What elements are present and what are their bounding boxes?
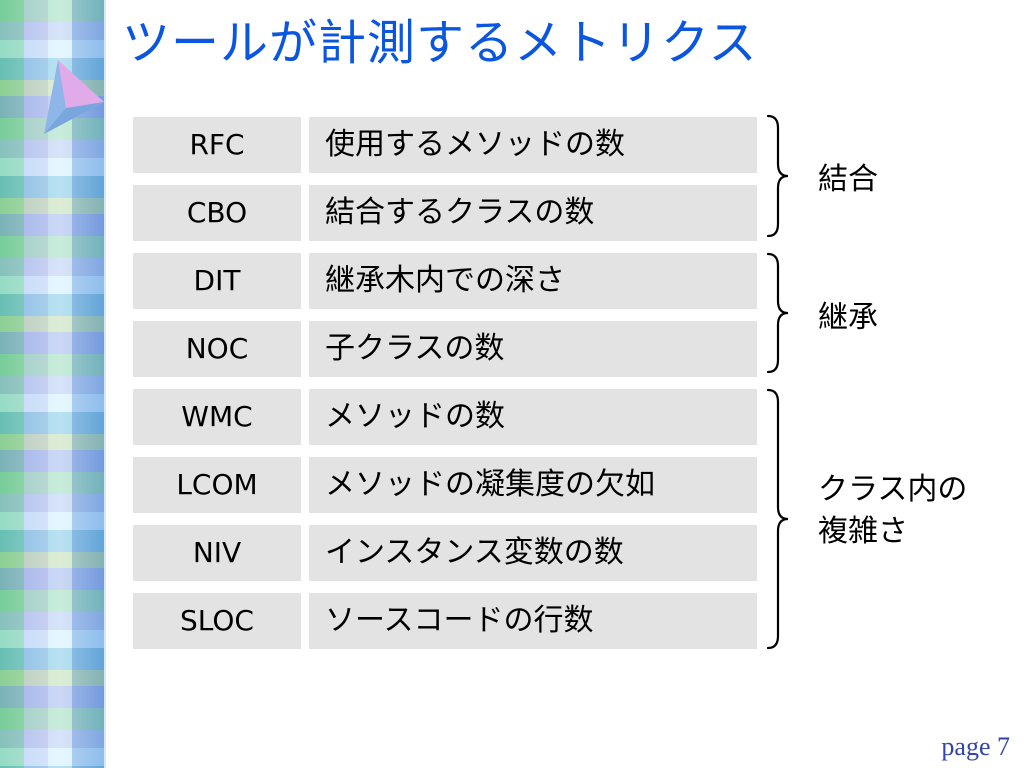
table-row: CBO 結合するクラスの数 xyxy=(133,185,757,241)
slide-title: ツールが計測するメトリクス xyxy=(122,15,758,71)
group-braces xyxy=(766,114,789,650)
group-label-complexity-line1: クラス内の xyxy=(818,472,968,507)
group-label-inheritance: 継承 xyxy=(818,300,878,335)
brace-coupling xyxy=(766,114,789,238)
metric-desc: メソッドの凝集度の欠如 xyxy=(309,457,757,513)
table-row: LCOM メソッドの凝集度の欠如 xyxy=(133,457,757,513)
arrow-icon xyxy=(44,60,104,134)
metric-abbr: SLOC xyxy=(133,593,301,649)
group-label-coupling: 結合 xyxy=(818,162,878,197)
metric-desc: ソースコードの行数 xyxy=(309,593,757,649)
metric-desc: インスタンス変数の数 xyxy=(309,525,757,581)
brace-inheritance xyxy=(766,252,789,374)
metric-abbr: RFC xyxy=(133,117,301,173)
metric-desc: 子クラスの数 xyxy=(309,321,757,377)
metric-abbr: NOC xyxy=(133,321,301,377)
table-row: WMC メソッドの数 xyxy=(133,389,757,445)
metric-desc: 結合するクラスの数 xyxy=(309,185,757,241)
metric-desc: メソッドの数 xyxy=(309,389,757,445)
strip-divider xyxy=(104,0,106,768)
table-row: NIV インスタンス変数の数 xyxy=(133,525,757,581)
brace-complexity xyxy=(766,388,789,650)
table-row: NOC 子クラスの数 xyxy=(133,321,757,377)
metric-desc: 使用するメソッドの数 xyxy=(309,117,757,173)
group-label-complexity-line2: 複雑さ xyxy=(818,514,908,549)
metric-abbr: WMC xyxy=(133,389,301,445)
table-row: RFC 使用するメソッドの数 xyxy=(133,117,757,173)
metric-abbr: LCOM xyxy=(133,457,301,513)
metric-abbr: NIV xyxy=(133,525,301,581)
metric-abbr: CBO xyxy=(133,185,301,241)
page-number: page 7 xyxy=(941,732,1010,761)
table-row: DIT 継承木内での深さ xyxy=(133,253,757,309)
metric-abbr: DIT xyxy=(133,253,301,309)
table-row: SLOC ソースコードの行数 xyxy=(133,593,757,649)
metric-desc: 継承木内での深さ xyxy=(309,253,757,309)
